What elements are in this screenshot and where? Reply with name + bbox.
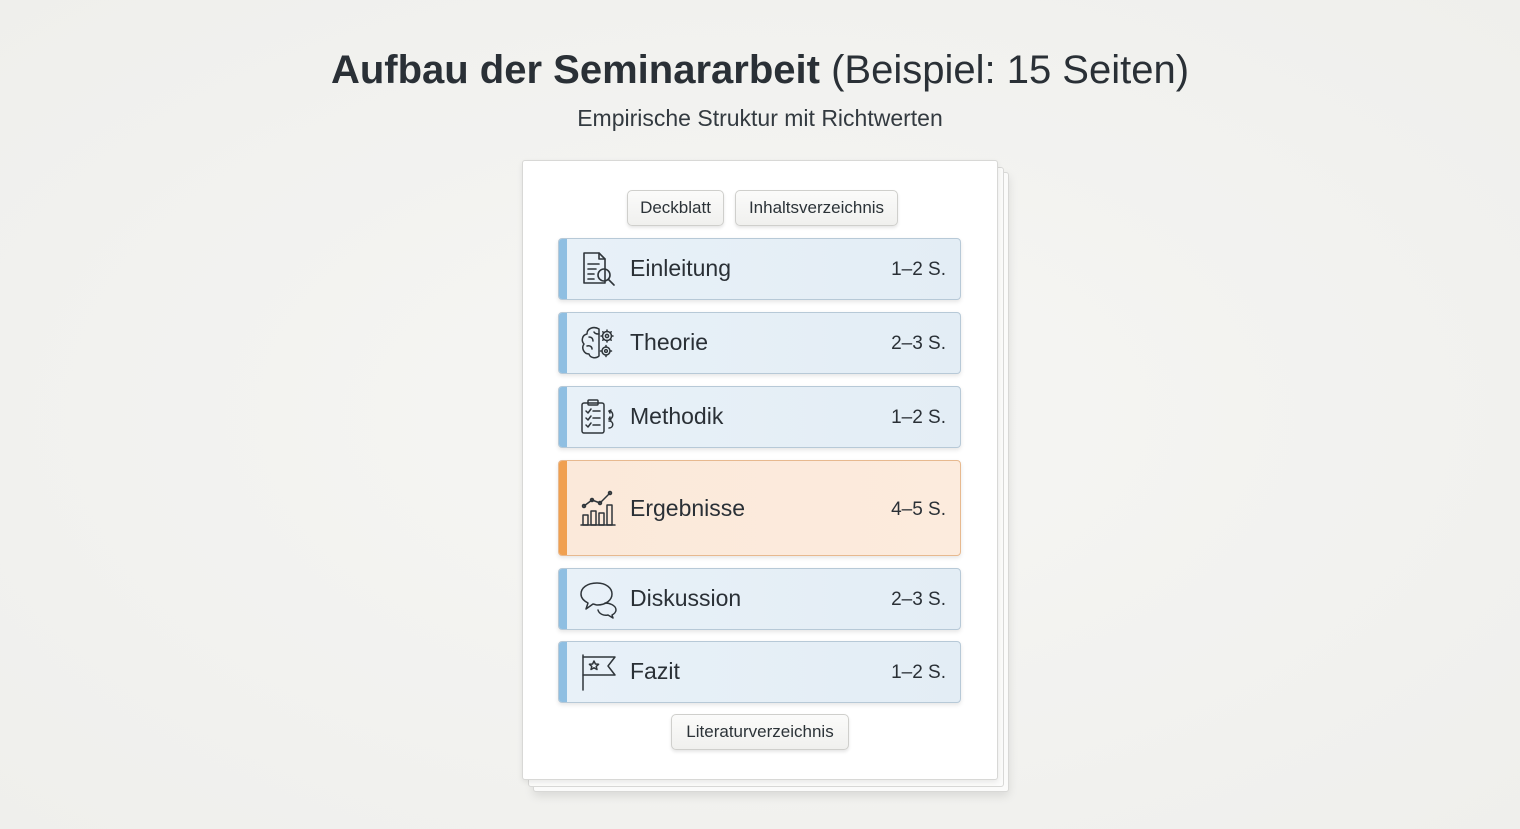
section-theorie: Theorie 2–3 S. <box>558 312 961 374</box>
section-label: Theorie <box>630 329 708 355</box>
brain-gears-icon <box>579 323 619 363</box>
section-pages: 1–2 S. <box>891 259 946 280</box>
section-label: Einleitung <box>630 255 732 281</box>
document-search-icon <box>579 249 619 289</box>
section-label: Fazit <box>630 658 680 684</box>
section-pages: 1–2 S. <box>891 407 946 428</box>
section-einleitung: Einleitung 1–2 S. <box>558 238 961 300</box>
clipboard-checklist-icon <box>579 397 619 437</box>
section-label: Methodik <box>630 403 724 429</box>
tag-inhaltsverzeichnis: Inhaltsverzeichnis <box>735 190 898 226</box>
section-label: Ergebnisse <box>630 495 746 521</box>
tag-literaturverzeichnis: Literaturverzeichnis <box>671 714 849 750</box>
bar-chart-trend-icon <box>579 489 619 529</box>
title-suffix: (Beispiel: 15 Seiten) <box>819 48 1190 92</box>
tag-deckblatt: Deckblatt <box>627 190 724 226</box>
section-pages: 2–3 S. <box>891 333 946 354</box>
section-pages: 1–2 S. <box>891 662 946 683</box>
flag-star-icon <box>579 652 619 692</box>
section-label: Diskussion <box>630 585 742 611</box>
section-ergebnisse: Ergebnisse 4–5 S. <box>558 460 961 556</box>
section-fazit: Fazit 1–2 S. <box>558 641 961 703</box>
title-main: Aufbau der Seminararbeit <box>330 48 820 92</box>
speech-bubbles-icon <box>579 579 619 619</box>
section-pages: 2–3 S. <box>891 589 946 610</box>
diagram-subtitle: Empirische Struktur mit Richtwerten <box>577 105 943 131</box>
section-pages: 4–5 S. <box>891 499 946 520</box>
diagram-title: Aufbau der Seminararbeit (Beispiel: 15 S… <box>0 44 1520 96</box>
section-diskussion: Diskussion 2–3 S. <box>558 568 961 630</box>
section-methodik: Methodik 1–2 S. <box>558 386 961 448</box>
